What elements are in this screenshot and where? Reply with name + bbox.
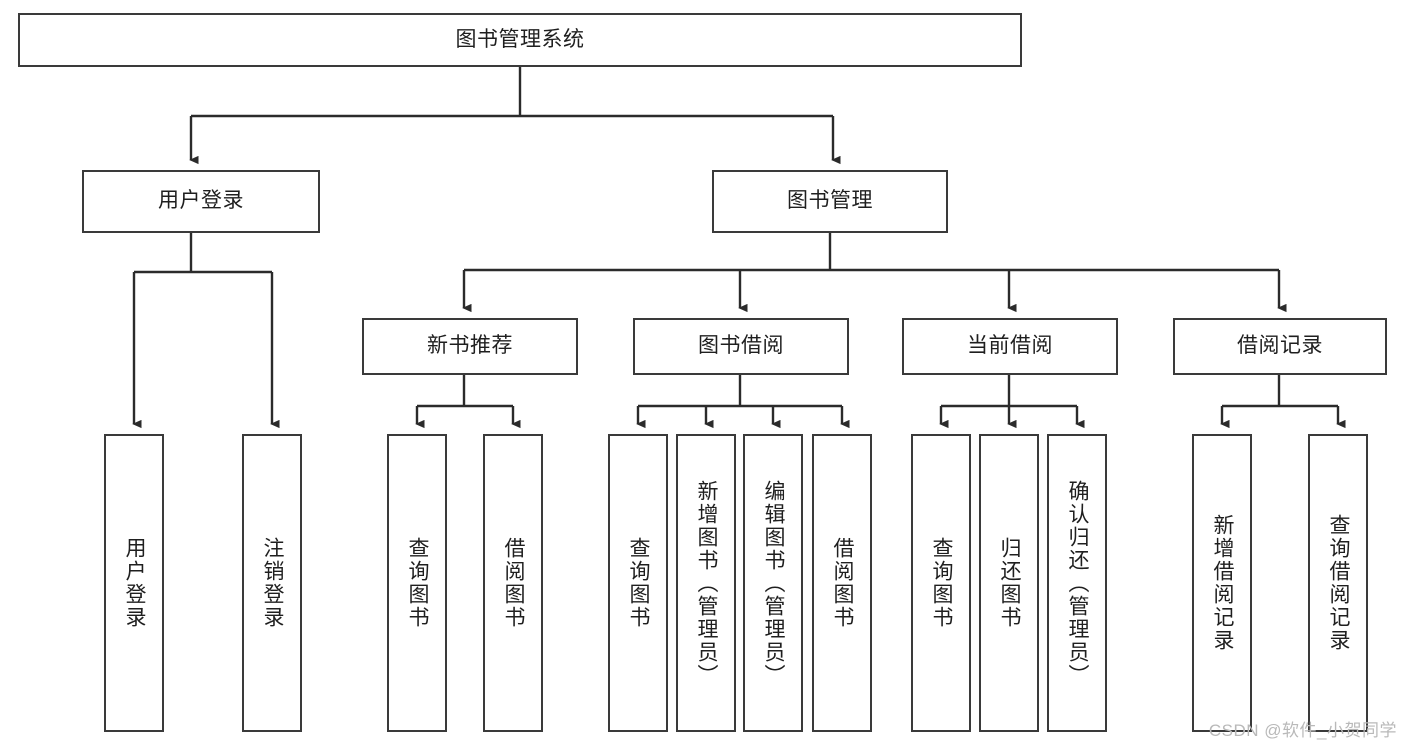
node-leaf-return-book[interactable]: 归还图书: [979, 434, 1039, 732]
node-leaf-query-book-1[interactable]: 查询图书: [387, 434, 447, 732]
node-label: 注销登录: [261, 537, 285, 629]
node-label: 用户登录: [158, 189, 244, 213]
node-label: 图书借阅: [698, 334, 784, 358]
node-book-borrow[interactable]: 图书借阅: [633, 318, 849, 375]
node-leaf-query-record[interactable]: 查询借阅记录: [1308, 434, 1368, 732]
node-leaf-borrow-book-1[interactable]: 借阅图书: [483, 434, 543, 732]
node-label: 借阅记录: [1237, 334, 1323, 358]
node-label: 编辑图书（管理员）: [762, 479, 786, 687]
node-leaf-query-book-2[interactable]: 查询图书: [608, 434, 668, 732]
node-label: 查询图书: [930, 537, 954, 629]
node-label: 当前借阅: [967, 334, 1053, 358]
node-borrow-record[interactable]: 借阅记录: [1173, 318, 1387, 375]
node-leaf-user-login[interactable]: 用户登录: [104, 434, 164, 732]
node-leaf-edit-book[interactable]: 编辑图书（管理员）: [743, 434, 803, 732]
node-leaf-borrow-book-2[interactable]: 借阅图书: [812, 434, 872, 732]
node-user-login[interactable]: 用户登录: [82, 170, 320, 233]
node-label: 新书推荐: [427, 334, 513, 358]
node-leaf-add-book[interactable]: 新增图书（管理员）: [676, 434, 736, 732]
node-book-management[interactable]: 图书管理: [712, 170, 948, 233]
node-label: 新增借阅记录: [1211, 514, 1235, 652]
node-leaf-add-record[interactable]: 新增借阅记录: [1192, 434, 1252, 732]
node-current-borrow[interactable]: 当前借阅: [902, 318, 1118, 375]
node-leaf-confirm-return[interactable]: 确认归还（管理员）: [1047, 434, 1107, 732]
node-label: 查询图书: [627, 537, 651, 629]
node-leaf-logout[interactable]: 注销登录: [242, 434, 302, 732]
node-label: 图书管理系统: [455, 27, 585, 51]
node-root-book-management-system[interactable]: 图书管理系统: [18, 13, 1022, 67]
node-label: 用户登录: [123, 537, 147, 629]
node-label: 图书管理: [787, 189, 873, 213]
node-label: 归还图书: [998, 537, 1022, 629]
node-leaf-query-book-3[interactable]: 查询图书: [911, 434, 971, 732]
csdn-watermark: CSDN @软件_小贺同学: [1208, 721, 1397, 740]
node-label: 查询借阅记录: [1327, 514, 1351, 652]
node-new-book-recommend[interactable]: 新书推荐: [362, 318, 578, 375]
node-label: 借阅图书: [831, 537, 855, 629]
node-label: 新增图书（管理员）: [695, 479, 719, 687]
node-label: 查询图书: [406, 537, 430, 629]
node-label: 借阅图书: [502, 537, 526, 629]
node-label: 确认归还（管理员）: [1066, 479, 1090, 687]
